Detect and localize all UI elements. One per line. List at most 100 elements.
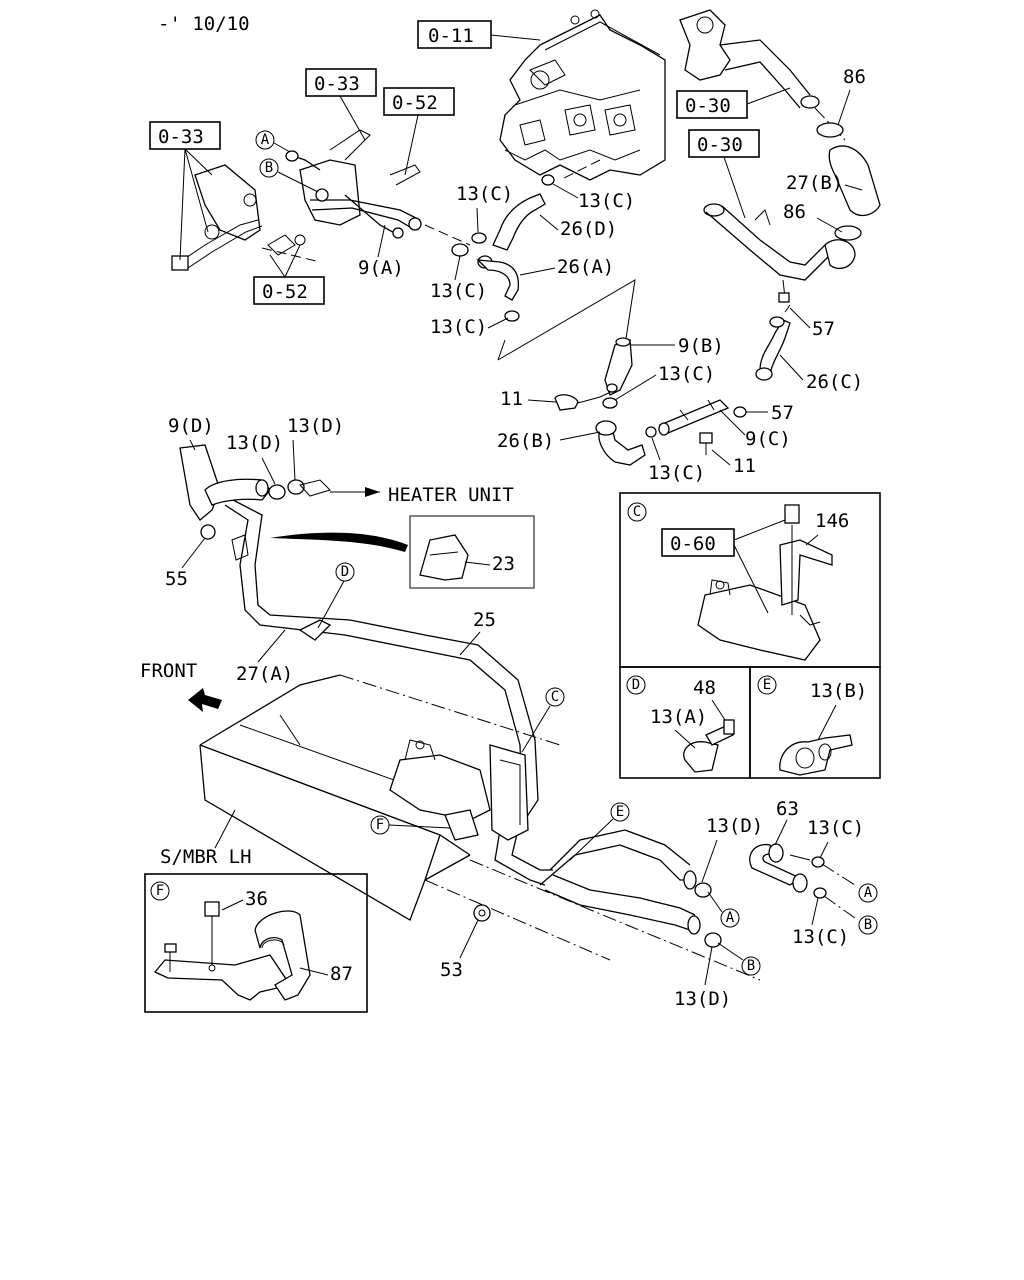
group-box-0-52-top <box>383 87 455 116</box>
part-label-55: 55 <box>165 568 188 590</box>
part-label-53: 53 <box>440 959 463 981</box>
engine-block <box>499 9 666 181</box>
group-label-0-30-bottom: 0-30 <box>697 134 743 156</box>
hose-63-assembly <box>749 843 856 919</box>
callout-b-lower: B <box>717 942 761 976</box>
page-reference: -' 10/10 <box>158 13 250 35</box>
part-label-9B: 9(B) <box>678 335 724 357</box>
svg-text:F: F <box>376 817 384 833</box>
group-box-0-52-bottom <box>253 276 325 305</box>
part-label-13C-a: 13(C) <box>456 183 513 205</box>
part-label-87: 87 <box>330 963 353 985</box>
detail-c-letter: C <box>627 502 647 522</box>
svg-text:E: E <box>616 804 624 820</box>
callout-b-top: B <box>259 158 319 193</box>
group-box-0-60 <box>661 528 735 557</box>
group-box-0-33-top <box>305 68 377 97</box>
part-label-48: 48 <box>693 677 716 699</box>
thermostat-outlet <box>679 9 881 303</box>
part-label-86-lower: 86 <box>783 201 806 223</box>
part-label-13B: 13(B) <box>810 680 867 702</box>
part-label-63: 63 <box>776 798 799 820</box>
callout-e: E <box>569 802 630 861</box>
svg-text:A: A <box>864 885 873 901</box>
part-label-11-right: 11 <box>733 455 756 477</box>
group-label-0-60: 0-60 <box>670 533 716 555</box>
middle-pipe-parts <box>554 304 791 466</box>
upper-hoses <box>451 174 636 361</box>
part-label-13C-b: 13(C) <box>578 190 635 212</box>
part-label-13C-h: 13(C) <box>792 926 849 948</box>
part-label-13C-d: 13(C) <box>430 316 487 338</box>
part-label-27B: 27(B) <box>786 172 843 194</box>
part-label-9A: 9(A) <box>358 257 404 279</box>
part-label-27A: 27(A) <box>236 663 293 685</box>
part-label-13C-c: 13(C) <box>430 280 487 302</box>
part-label-26D: 26(D) <box>560 218 617 240</box>
group-label-0-11: 0-11 <box>428 25 474 47</box>
part-label-26B: 26(B) <box>497 430 554 452</box>
detail-c-bracket <box>697 504 833 661</box>
s-mbr-label: S/MBR LH <box>160 846 252 868</box>
callout-a-top: A <box>255 130 291 153</box>
detail-f-letter: F <box>150 881 170 901</box>
callout-f: F <box>370 815 451 835</box>
callout-b-right: B <box>858 915 878 935</box>
part-label-13C-g: 13(C) <box>807 817 864 839</box>
svg-text:B: B <box>265 160 273 176</box>
svg-text:A: A <box>726 910 735 926</box>
group-label-0-30-top: 0-30 <box>685 95 731 117</box>
svg-text:C: C <box>633 504 641 520</box>
svg-text:F: F <box>156 883 164 899</box>
part-label-13C-f: 13(C) <box>648 462 705 484</box>
part-label-9D: 9(D) <box>168 415 214 437</box>
part-label-13A: 13(A) <box>650 706 707 728</box>
group-label-0-33-top: 0-33 <box>314 73 360 95</box>
heater-unit-label: HEATER UNIT <box>388 484 514 506</box>
part-label-57-top: 57 <box>812 318 835 340</box>
part-label-26C: 26(C) <box>806 371 863 393</box>
bypass-pipe-bracket <box>171 129 471 271</box>
part-label-36: 36 <box>245 888 268 910</box>
callout-c: C <box>521 687 565 753</box>
detail-e-letter: E <box>757 675 777 695</box>
detail-d-clip <box>683 719 735 773</box>
group-label-0-33-left: 0-33 <box>158 126 204 148</box>
callout-a-right: A <box>858 883 878 903</box>
sub-member-frame <box>199 674 761 981</box>
part-label-13D-d: 13(D) <box>674 988 731 1010</box>
detail-f-bracket <box>153 901 311 1001</box>
svg-text:E: E <box>763 677 771 693</box>
svg-text:C: C <box>551 689 559 705</box>
part-label-86-top: 86 <box>843 66 866 88</box>
part-label-26A: 26(A) <box>557 256 614 278</box>
detail-e-clip <box>779 734 853 776</box>
heater-pipe-main <box>179 444 722 948</box>
part-label-13D-c: 13(D) <box>706 815 763 837</box>
group-box-0-30-top <box>676 90 748 119</box>
svg-text:D: D <box>632 677 640 693</box>
part-label-11-left: 11 <box>500 388 523 410</box>
svg-text:B: B <box>864 917 872 933</box>
detail-d-letter: D <box>626 675 646 695</box>
svg-text:A: A <box>261 132 270 148</box>
part-label-23: 23 <box>492 553 515 575</box>
part-label-146: 146 <box>815 510 849 532</box>
front-arrow <box>188 688 222 712</box>
part-label-25: 25 <box>473 609 496 631</box>
part-label-13D-b: 13(D) <box>287 415 344 437</box>
inset-box-23 <box>409 515 535 589</box>
group-label-0-52-top: 0-52 <box>392 92 438 114</box>
part-label-13D-a: 13(D) <box>226 432 283 454</box>
svg-text:D: D <box>341 564 349 580</box>
detail-panel-e <box>749 666 881 779</box>
part-label-9C: 9(C) <box>745 428 791 450</box>
svg-text:B: B <box>747 958 755 974</box>
part-label-57-lower: 57 <box>771 402 794 424</box>
callout-d: D <box>317 562 355 629</box>
group-box-0-11 <box>417 20 492 49</box>
front-label: FRONT <box>140 660 197 682</box>
detail-panel-f <box>144 873 368 1013</box>
part-label-13C-e: 13(C) <box>658 363 715 385</box>
